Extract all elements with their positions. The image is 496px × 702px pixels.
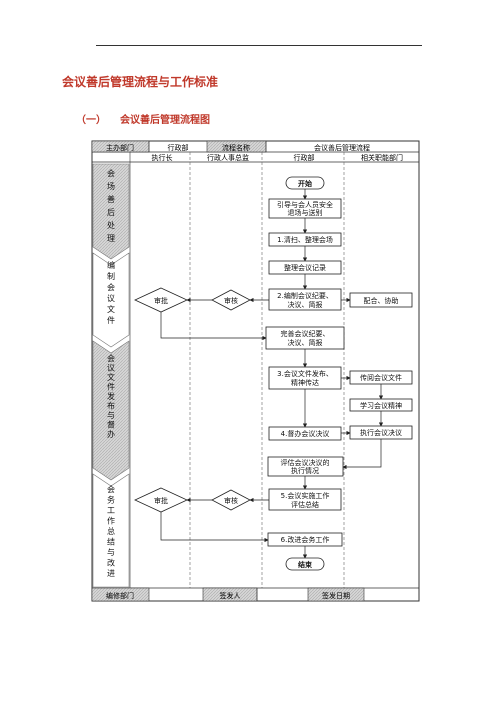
improve-label: 6.改进会务工作: [281, 535, 330, 544]
clean-label: 1.清扫、整理会场: [277, 235, 333, 244]
publish-node: [268, 366, 342, 390]
process-name-label: 流程名称: [222, 143, 250, 152]
study-node: [349, 398, 413, 412]
footer-date-label: 签发日期: [322, 591, 350, 600]
guide-node: [268, 198, 342, 219]
cooperate-label: 配合、协助: [364, 296, 399, 305]
summary-label-1: 5.会议实施工作: [281, 491, 330, 500]
column-ceo: 执行长: [152, 153, 173, 162]
evaluate-label-2: 执行情况: [291, 466, 319, 475]
phase-1-arrow: [92, 163, 130, 260]
phase-label-1: 会场善后处理: [107, 168, 115, 243]
supervise-node: [268, 426, 342, 441]
study-label: 学习会议精神: [360, 401, 402, 410]
phase-label-3: 会议文件发布与督办: [107, 353, 115, 439]
clean-node: [268, 232, 342, 247]
draft-node: [268, 288, 342, 311]
phase-label-4: 会务工作总结与改进: [107, 484, 115, 578]
guide-label-1: 引导与会人员安全: [277, 200, 333, 209]
document-title: 会议善后管理流程与工作标准: [62, 75, 219, 89]
owner-value: 行政部: [168, 143, 189, 152]
draft-label-1: 2.编制会议纪要、: [277, 291, 333, 300]
phase-3-arrow: [92, 340, 130, 481]
approve-1-diamond: [134, 287, 188, 313]
review-2-label: 审核: [224, 496, 238, 505]
records-node: [268, 260, 342, 275]
draft-label-2: 决议、简报: [288, 300, 323, 309]
section-title: 会议善后管理流程图: [120, 115, 210, 126]
approve-1-label: 审批: [154, 296, 168, 305]
section-number: （一）: [76, 115, 106, 126]
start-node: [285, 176, 325, 190]
publish-label-1: 3.会议文件发布、: [277, 369, 333, 378]
execute-node: [349, 425, 413, 440]
phase-4-arrow: [92, 473, 130, 588]
summary-node: [268, 488, 342, 511]
end-label: 结束: [297, 560, 313, 569]
phase-2-arrow: [92, 252, 130, 348]
finalize-label-1: 完善会议纪要、: [281, 329, 330, 338]
end-node: [285, 557, 325, 571]
phase-label-2: 编制会议文件: [107, 260, 115, 325]
review-1-diamond: [211, 289, 251, 311]
review-1-label: 审核: [224, 296, 238, 305]
approve-2-label: 审批: [154, 496, 168, 505]
column-admin-dept: 行政部: [294, 153, 315, 162]
evaluate-node: [267, 456, 344, 477]
evaluate-label-1: 评估会议决议的: [281, 458, 330, 467]
records-label: 整理会议记录: [284, 263, 326, 272]
header-rule: [96, 45, 422, 46]
finalize-label-2: 决议、简报: [288, 338, 323, 347]
execute-label: 执行会议决议: [360, 428, 402, 437]
cooperate-node: [349, 292, 413, 308]
column-hr-director: 行政人事总监: [207, 153, 249, 162]
supervise-label: 4.督办会议决议: [281, 429, 330, 438]
read-docs-label: 传阅会议文件: [360, 373, 402, 382]
column-related-dept: 相关职能部门: [361, 153, 403, 162]
finalize-node: [265, 326, 345, 350]
guide-label-2: 退场与送别: [288, 208, 323, 217]
footer-dept-label: 编修部门: [106, 591, 134, 600]
summary-label-2: 评估总结: [291, 500, 319, 509]
approve-2-diamond: [134, 487, 188, 513]
publish-label-2: 精神传达: [291, 378, 319, 387]
footer-signer-label: 签发人: [220, 591, 241, 600]
review-2-diamond: [211, 489, 251, 511]
start-label: 开始: [298, 179, 312, 188]
read-docs-node: [349, 370, 413, 385]
improve-node: [267, 532, 343, 547]
process-name-value: 会议善后管理流程: [314, 143, 370, 152]
owner-label: 主办部门: [106, 143, 134, 152]
